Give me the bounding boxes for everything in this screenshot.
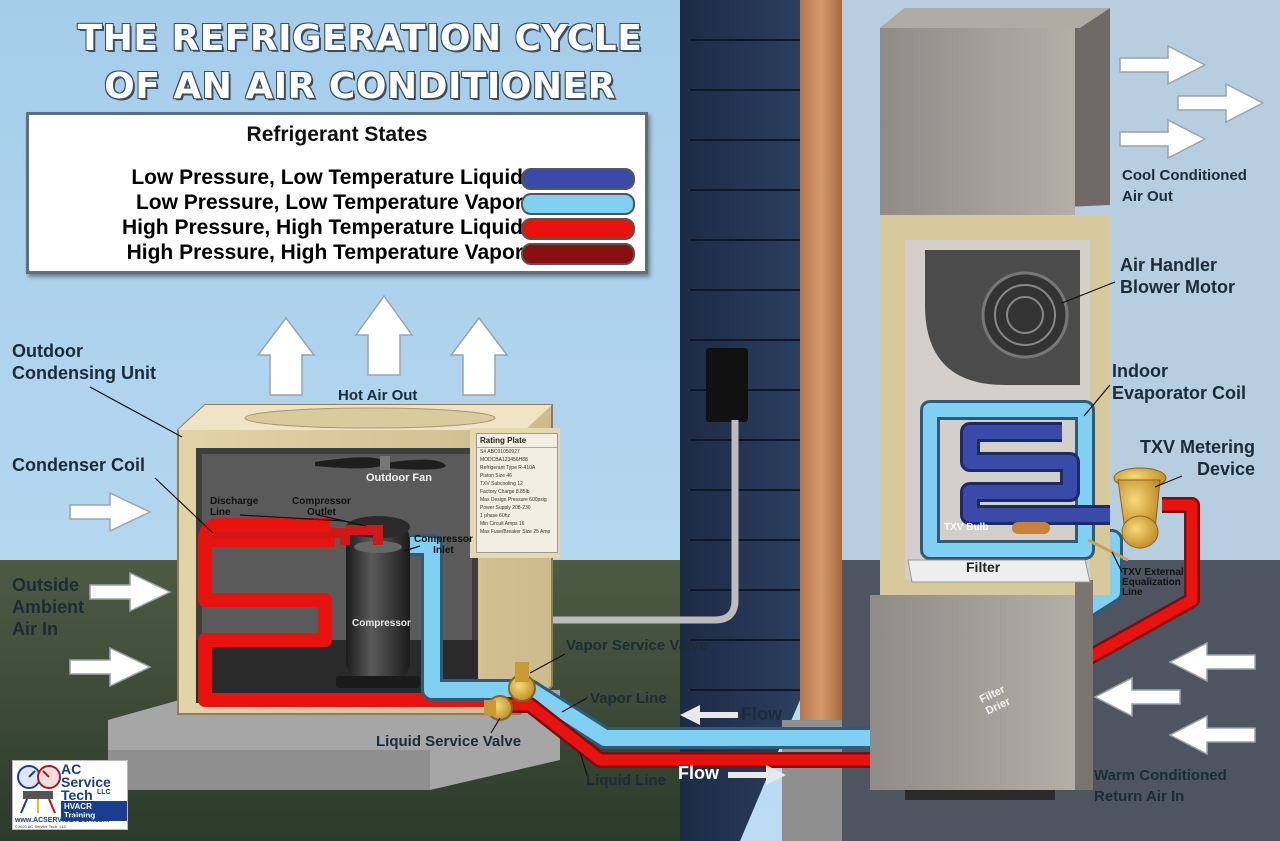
rating-plate-line: TXV Subcooling 12 <box>480 481 523 487</box>
legend-swatch <box>521 168 635 190</box>
flow-label: Flow <box>678 763 719 783</box>
compressor-inlet-label: Compressor Inlet <box>414 534 473 556</box>
disconnect-box <box>706 348 748 422</box>
legend-item-label: Low Pressure, Low Temperature Vapor <box>135 191 523 214</box>
rating-plate-line: Refrigerant Type R-410A <box>480 465 536 471</box>
air-handler <box>870 8 1167 800</box>
blower-motor-label: Air Handler Blower Motor <box>1120 255 1235 297</box>
legend-item-label: Low Pressure, Low Temperature Liquid <box>131 166 523 189</box>
airflow-arrows <box>69 44 1265 756</box>
rating-plate-line: Power Supply 208-230 <box>480 505 531 511</box>
gauge-icon <box>17 765 61 814</box>
vapor-service-valve-label: Vapor Service Valve <box>566 637 708 654</box>
legend-item-label: High Pressure, High Temperature Liquid <box>121 216 523 239</box>
condenser-coil-label: Condenser Coil <box>12 455 146 475</box>
legend-swatch <box>521 218 635 240</box>
flow-label: Flow <box>741 704 782 724</box>
ac-service-tech-logo: AC Service Tech LLC HVACR Training www.A… <box>12 760 128 830</box>
rating-plate-line: Min Circuit Amps 16 <box>480 521 525 527</box>
warm-air-in-label: Warm Conditioned Return Air In <box>1094 767 1227 805</box>
evaporator-coil-label: Indoor Evaporator Coil <box>1112 361 1247 403</box>
logo-tagline: HVACR Training <box>61 801 127 821</box>
legend-item: High Pressure, High Temperature Vapor <box>29 240 641 266</box>
compressor-label: Compressor <box>352 618 411 629</box>
rating-plate-line: Factory Charge 8.85lb <box>480 489 530 495</box>
leader-lines <box>89 281 1183 779</box>
txv-bulb-label: TXV Bulb <box>944 522 989 533</box>
vapor-line <box>410 532 1120 746</box>
cool-air-out-label: Cool Conditioned Air Out <box>1122 167 1247 205</box>
filter-label: Filter <box>966 559 1001 575</box>
outside-air-label: Outside Ambient Air In <box>12 575 84 639</box>
legend-swatch <box>521 193 635 215</box>
service-valves <box>484 662 536 721</box>
legend-item: Low Pressure, Low Temperature Vapor <box>29 190 641 216</box>
flow-arrows <box>680 705 786 785</box>
logo-suffix: LLC <box>97 789 111 796</box>
page-title-line2: OF AN AIR CONDITIONER <box>104 66 616 107</box>
vapor-line-label: Vapor Line <box>590 690 667 707</box>
legend-heading: Refrigerant States <box>246 123 428 146</box>
legend-item: Low Pressure, Low Temperature Liquid <box>29 165 641 191</box>
compressor-outlet-label: Compressor Outlet <box>292 496 351 518</box>
compressor-body <box>346 522 410 680</box>
outdoor-unit-label: Outdoor Condensing Unit <box>12 341 156 383</box>
rating-plate-line: Max Design Pressure 600psig <box>480 497 547 503</box>
liquid-line-label: Liquid Line <box>586 772 666 789</box>
rating-plate-title: Rating Plate <box>477 434 557 448</box>
rating-plate-line: Piston Size 46 <box>480 473 512 479</box>
logo-copyright: ©2020 AC Service Tech, LLC <box>15 824 67 829</box>
rating-plate-line: Max Fuse/Breaker Size 25 Amp <box>480 529 551 535</box>
logo-url: www.ACSERVICETECH.com <box>15 817 110 824</box>
legend-swatch <box>521 243 635 265</box>
outdoor-fan-label: Outdoor Fan <box>366 472 432 484</box>
discharge-line-label: Discharge Line <box>210 496 259 518</box>
rating-plate-line: MODCBA123456H88 <box>480 457 528 463</box>
rating-plate-line: S# ABC01050927 <box>480 449 520 455</box>
txv-equalization-label: TXV External Equalization Line <box>1122 567 1184 598</box>
legend-item-label: High Pressure, High Temperature Vapor <box>126 241 523 264</box>
legend-item: High Pressure, High Temperature Liquid <box>29 215 641 241</box>
siding-lines <box>690 39 800 691</box>
liquid-service-valve-label: Liquid Service Valve <box>376 733 522 750</box>
txv-label: TXV Metering Device <box>1140 437 1256 479</box>
hot-air-out-label: Hot Air Out <box>338 387 418 404</box>
refrigerant-states-legend: Refrigerant States Low Pressure, Low Tem… <box>26 112 648 274</box>
rating-plate-line: 1 phase 60hz <box>480 513 511 519</box>
logo-name: AC Service Tech <box>61 761 111 803</box>
wall-stud <box>800 0 842 720</box>
rating-plate: Rating Plate S# ABC01050927 MODCBA123456… <box>476 433 558 553</box>
page-title-line1: THE REFRIGERATION CYCLE <box>77 18 643 59</box>
